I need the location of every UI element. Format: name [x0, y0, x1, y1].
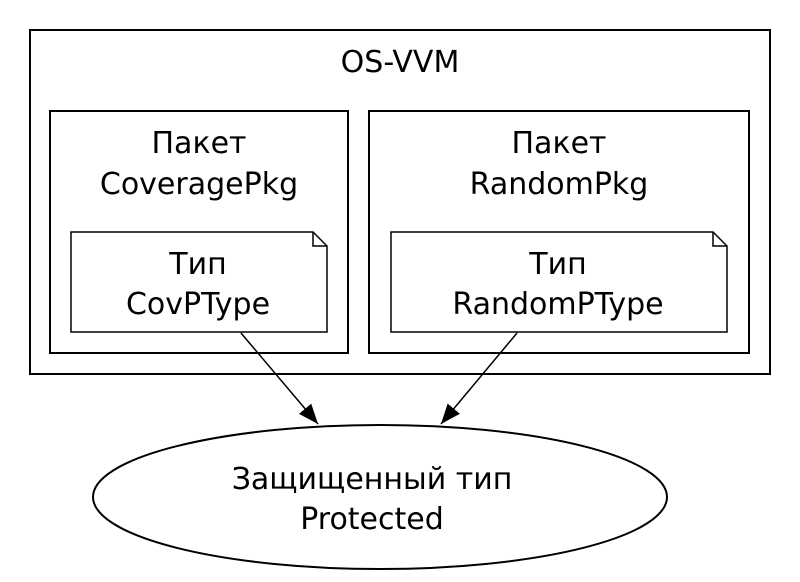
package-randompkg-label-line1: Пакет — [512, 126, 607, 161]
package-randompkg-label-line2: RandomPkg — [470, 167, 649, 202]
type-randomptype-note-fold — [712, 232, 727, 247]
arrow-covptype-to-protected — [240, 332, 319, 425]
protected-type-label-line1: Защищенный тип — [232, 462, 513, 497]
protected-type-label-line2: Protected — [300, 502, 444, 537]
protected-type-node: Защищенный тип Protected — [92, 424, 668, 570]
package-coveragepkg-label-line2: CoveragePkg — [100, 167, 298, 202]
type-covptype-label-line1: Тип — [168, 247, 226, 282]
os-vvm-title: OS-VVM — [341, 45, 460, 80]
type-covptype-note-fold — [312, 232, 327, 247]
package-coveragepkg: Пакет CoveragePkg Тип CovPType — [49, 110, 349, 354]
type-randomptype-label-line1: Тип — [528, 247, 586, 282]
type-randomptype-note: Тип RandomPType — [390, 231, 728, 333]
type-randomptype-note-shape — [390, 231, 728, 333]
type-covptype-label-line2: CovPType — [126, 287, 270, 322]
package-randompkg: Пакет RandomPkg Тип RandomPType — [368, 110, 750, 354]
protected-type-ellipse — [92, 424, 668, 570]
arrow-randomptype-to-protected — [440, 332, 518, 425]
package-coveragepkg-label-line1: Пакет — [152, 126, 247, 161]
type-covptype-note-shape — [70, 231, 328, 333]
type-covptype-note: Тип CovPType — [70, 231, 328, 333]
type-randomptype-label-line2: RandomPType — [452, 287, 663, 322]
